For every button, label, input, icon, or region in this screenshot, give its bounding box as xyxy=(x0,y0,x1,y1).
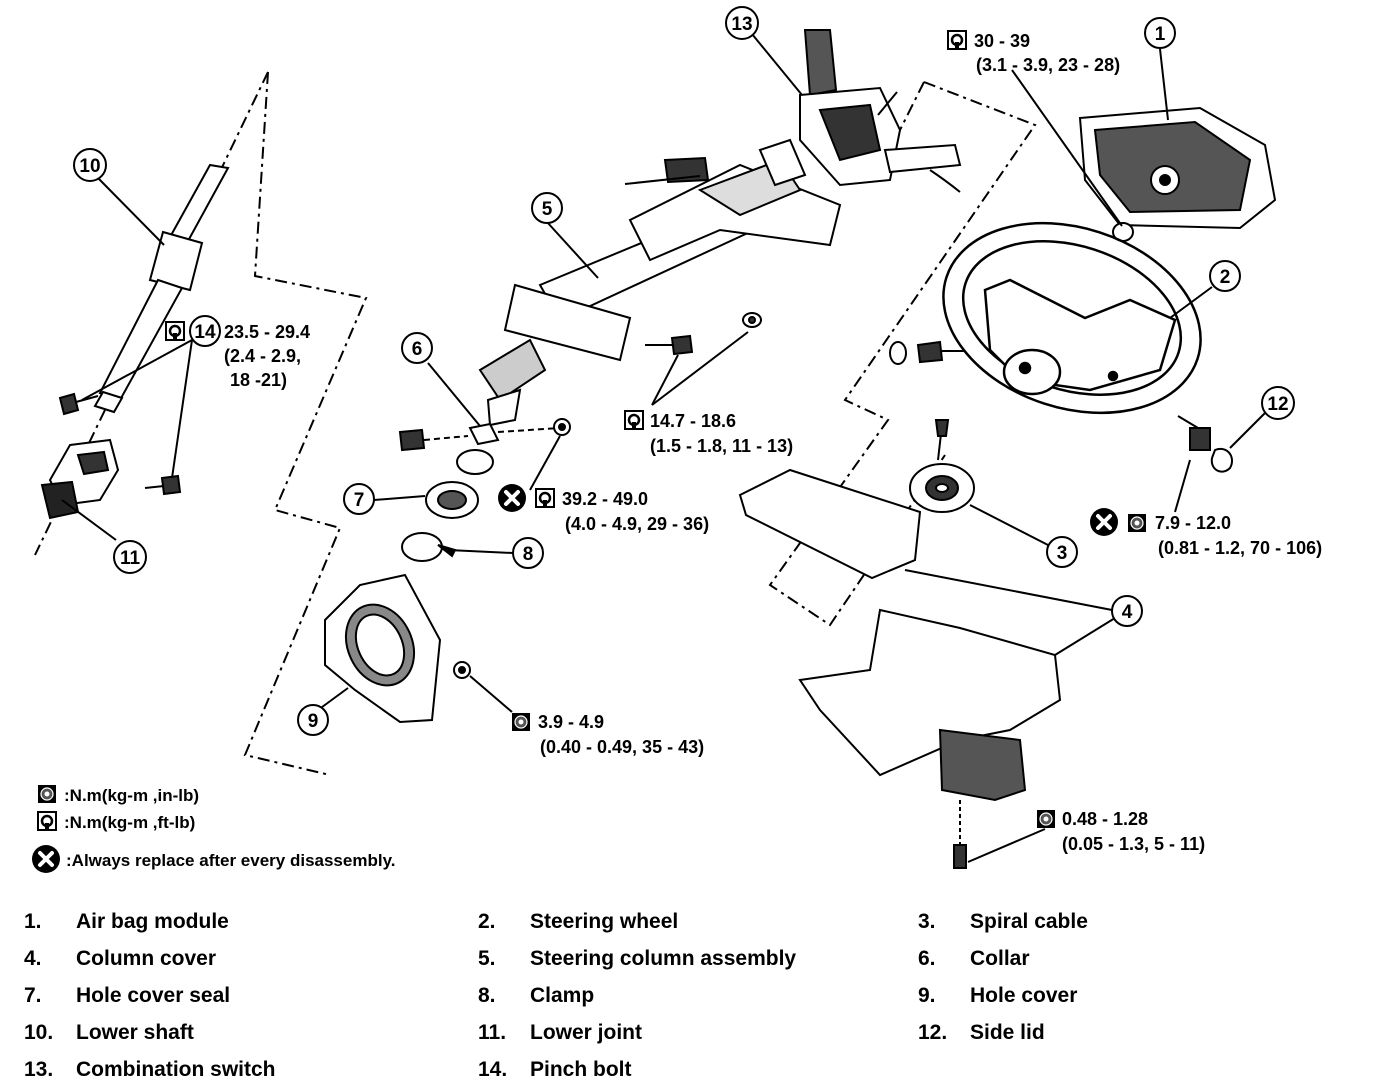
svg-text:39.2 - 49.0: 39.2 - 49.0 xyxy=(562,489,648,509)
clamp-part xyxy=(401,532,457,562)
exploded-diagram: 1 2 3 4 5 6 7 8 9 10 11 12 13 14 30 - 39… xyxy=(30,6,1322,875)
combination-switch-part xyxy=(799,29,962,193)
callout-3: 3 xyxy=(1046,536,1078,568)
wheel-bolts xyxy=(889,340,1211,451)
svg-text:14: 14 xyxy=(194,322,216,343)
torque-ft-lb-icon xyxy=(164,320,186,342)
hole-cover-part xyxy=(324,573,471,724)
callout-6: 6 xyxy=(401,332,433,364)
svg-text:8: 8 xyxy=(523,544,534,565)
svg-text:(3.1 - 3.9, 23 - 28): (3.1 - 3.9, 23 - 28) xyxy=(976,55,1120,75)
callout-1: 1 xyxy=(1144,17,1176,49)
torque-in-lb-icon xyxy=(511,712,531,732)
collar-part xyxy=(398,418,571,475)
cover-screw-body xyxy=(953,844,967,869)
torque-spec-39-49: 39.2 - 49.0 (4.0 - 4.9, 29 - 36) xyxy=(496,482,709,534)
replace-x-icon xyxy=(1088,506,1120,538)
side-lid-part xyxy=(1210,447,1234,473)
callout-5: 5 xyxy=(531,192,563,224)
svg-text:(1.5 - 1.8, 11 - 13): (1.5 - 1.8, 11 - 13) xyxy=(650,436,793,456)
torque-ft-lb-icon xyxy=(534,487,556,509)
svg-text:30 - 39: 30 - 39 xyxy=(974,31,1030,51)
lower-joint-part xyxy=(40,438,120,520)
spiral-cable-part xyxy=(909,419,975,513)
svg-text:(2.4 - 2.9,: (2.4 - 2.9, xyxy=(224,346,301,366)
svg-text:(0.81 - 1.2, 70 - 106): (0.81 - 1.2, 70 - 106) xyxy=(1158,538,1322,558)
parts-list: 1.Air bag module 2.Steering wheel 3.Spir… xyxy=(24,910,1088,1081)
callouts: 1 2 3 4 5 6 7 8 9 10 11 12 13 14 xyxy=(73,6,1295,736)
svg-text:2: 2 xyxy=(1220,267,1231,288)
air-bag-module-part xyxy=(1078,106,1277,230)
callout-11: 11 xyxy=(113,540,147,574)
svg-text:12: 12 xyxy=(1267,394,1288,415)
callout-4: 4 xyxy=(1111,595,1143,627)
svg-text::N.m(kg-m ,in-lb): :N.m(kg-m ,in-lb) xyxy=(64,786,199,805)
legend: :N.m(kg-m ,in-lb) :N.m(kg-m ,ft-lb) :Alw… xyxy=(30,784,395,875)
svg-text:(0.40 - 0.49, 35 - 43): (0.40 - 0.49, 35 - 43) xyxy=(540,737,704,757)
hole-cover-seal-part xyxy=(425,481,479,519)
torque-in-lb-icon xyxy=(1036,809,1056,829)
lower-shaft-part xyxy=(93,163,230,414)
torque-ft-lb-icon xyxy=(946,29,968,51)
svg-text:(4.0 - 4.9, 29 - 36): (4.0 - 4.9, 29 - 36) xyxy=(565,514,709,534)
torque-in-lb-icon xyxy=(1127,513,1147,533)
svg-text::Always replace after every di: :Always replace after every disassembly. xyxy=(66,851,395,870)
torque-ft-lb-icon xyxy=(623,409,645,431)
torque-spec-30-39: 30 - 39 (3.1 - 3.9, 23 - 28) xyxy=(946,29,1120,75)
svg-text:(0.05 - 1.3, 5 - 11): (0.05 - 1.3, 5 - 11) xyxy=(1062,834,1205,854)
svg-text:18 -21): 18 -21) xyxy=(230,370,287,390)
torque-ft-lb-icon xyxy=(36,810,58,832)
svg-text:3: 3 xyxy=(1057,543,1068,564)
svg-text::N.m(kg-m ,ft-lb): :N.m(kg-m ,ft-lb) xyxy=(64,813,195,832)
svg-text:3.9 - 4.9: 3.9 - 4.9 xyxy=(538,712,604,732)
steering-wheel-part xyxy=(942,221,1202,415)
svg-text:7.9 - 12.0: 7.9 - 12.0 xyxy=(1155,513,1231,533)
svg-text:0.48 - 1.28: 0.48 - 1.28 xyxy=(1062,809,1148,829)
torque-in-lb-icon xyxy=(37,784,57,804)
column-cover-part xyxy=(738,468,1062,802)
torque-spec-3-4: 3.9 - 4.9 (0.40 - 0.49, 35 - 43) xyxy=(511,712,704,757)
torque-spec-7-12: 7.9 - 12.0 (0.81 - 1.2, 70 - 106) xyxy=(1088,506,1322,558)
torque-spec-14-18: 14.7 - 18.6 (1.5 - 1.8, 11 - 13) xyxy=(623,409,793,456)
svg-text:1: 1 xyxy=(1155,24,1166,45)
callout-10: 10 xyxy=(73,148,107,182)
callout-8: 8 xyxy=(512,537,544,569)
svg-text:4: 4 xyxy=(1122,602,1133,623)
svg-text:13: 13 xyxy=(731,14,752,35)
callout-9: 9 xyxy=(297,704,329,736)
svg-text:11: 11 xyxy=(120,548,141,569)
callout-7: 7 xyxy=(343,483,375,515)
callout-14: 14 xyxy=(189,315,221,347)
callout-13: 13 xyxy=(725,6,759,40)
svg-text:5: 5 xyxy=(542,199,553,220)
callout-2: 2 xyxy=(1209,260,1241,292)
replace-x-icon xyxy=(496,482,528,514)
steering-column-part xyxy=(478,138,842,427)
replace-x-icon xyxy=(30,843,62,875)
column-bolts xyxy=(645,312,762,356)
torque-spec-0-1: 0.48 - 1.28 (0.05 - 1.3, 5 - 11) xyxy=(1036,809,1205,854)
torque-spec-23-29: 23.5 - 29.4 (2.4 - 2.9, 18 -21) xyxy=(164,320,310,390)
svg-text:23.5 - 29.4: 23.5 - 29.4 xyxy=(224,322,310,342)
svg-text:10: 10 xyxy=(79,156,100,177)
svg-text:7: 7 xyxy=(354,490,365,511)
svg-text:14.7 - 18.6: 14.7 - 18.6 xyxy=(650,411,736,431)
leader-lines xyxy=(61,33,1267,863)
svg-text:9: 9 xyxy=(308,711,319,732)
svg-text:6: 6 xyxy=(412,339,423,360)
callout-12: 12 xyxy=(1261,386,1295,420)
